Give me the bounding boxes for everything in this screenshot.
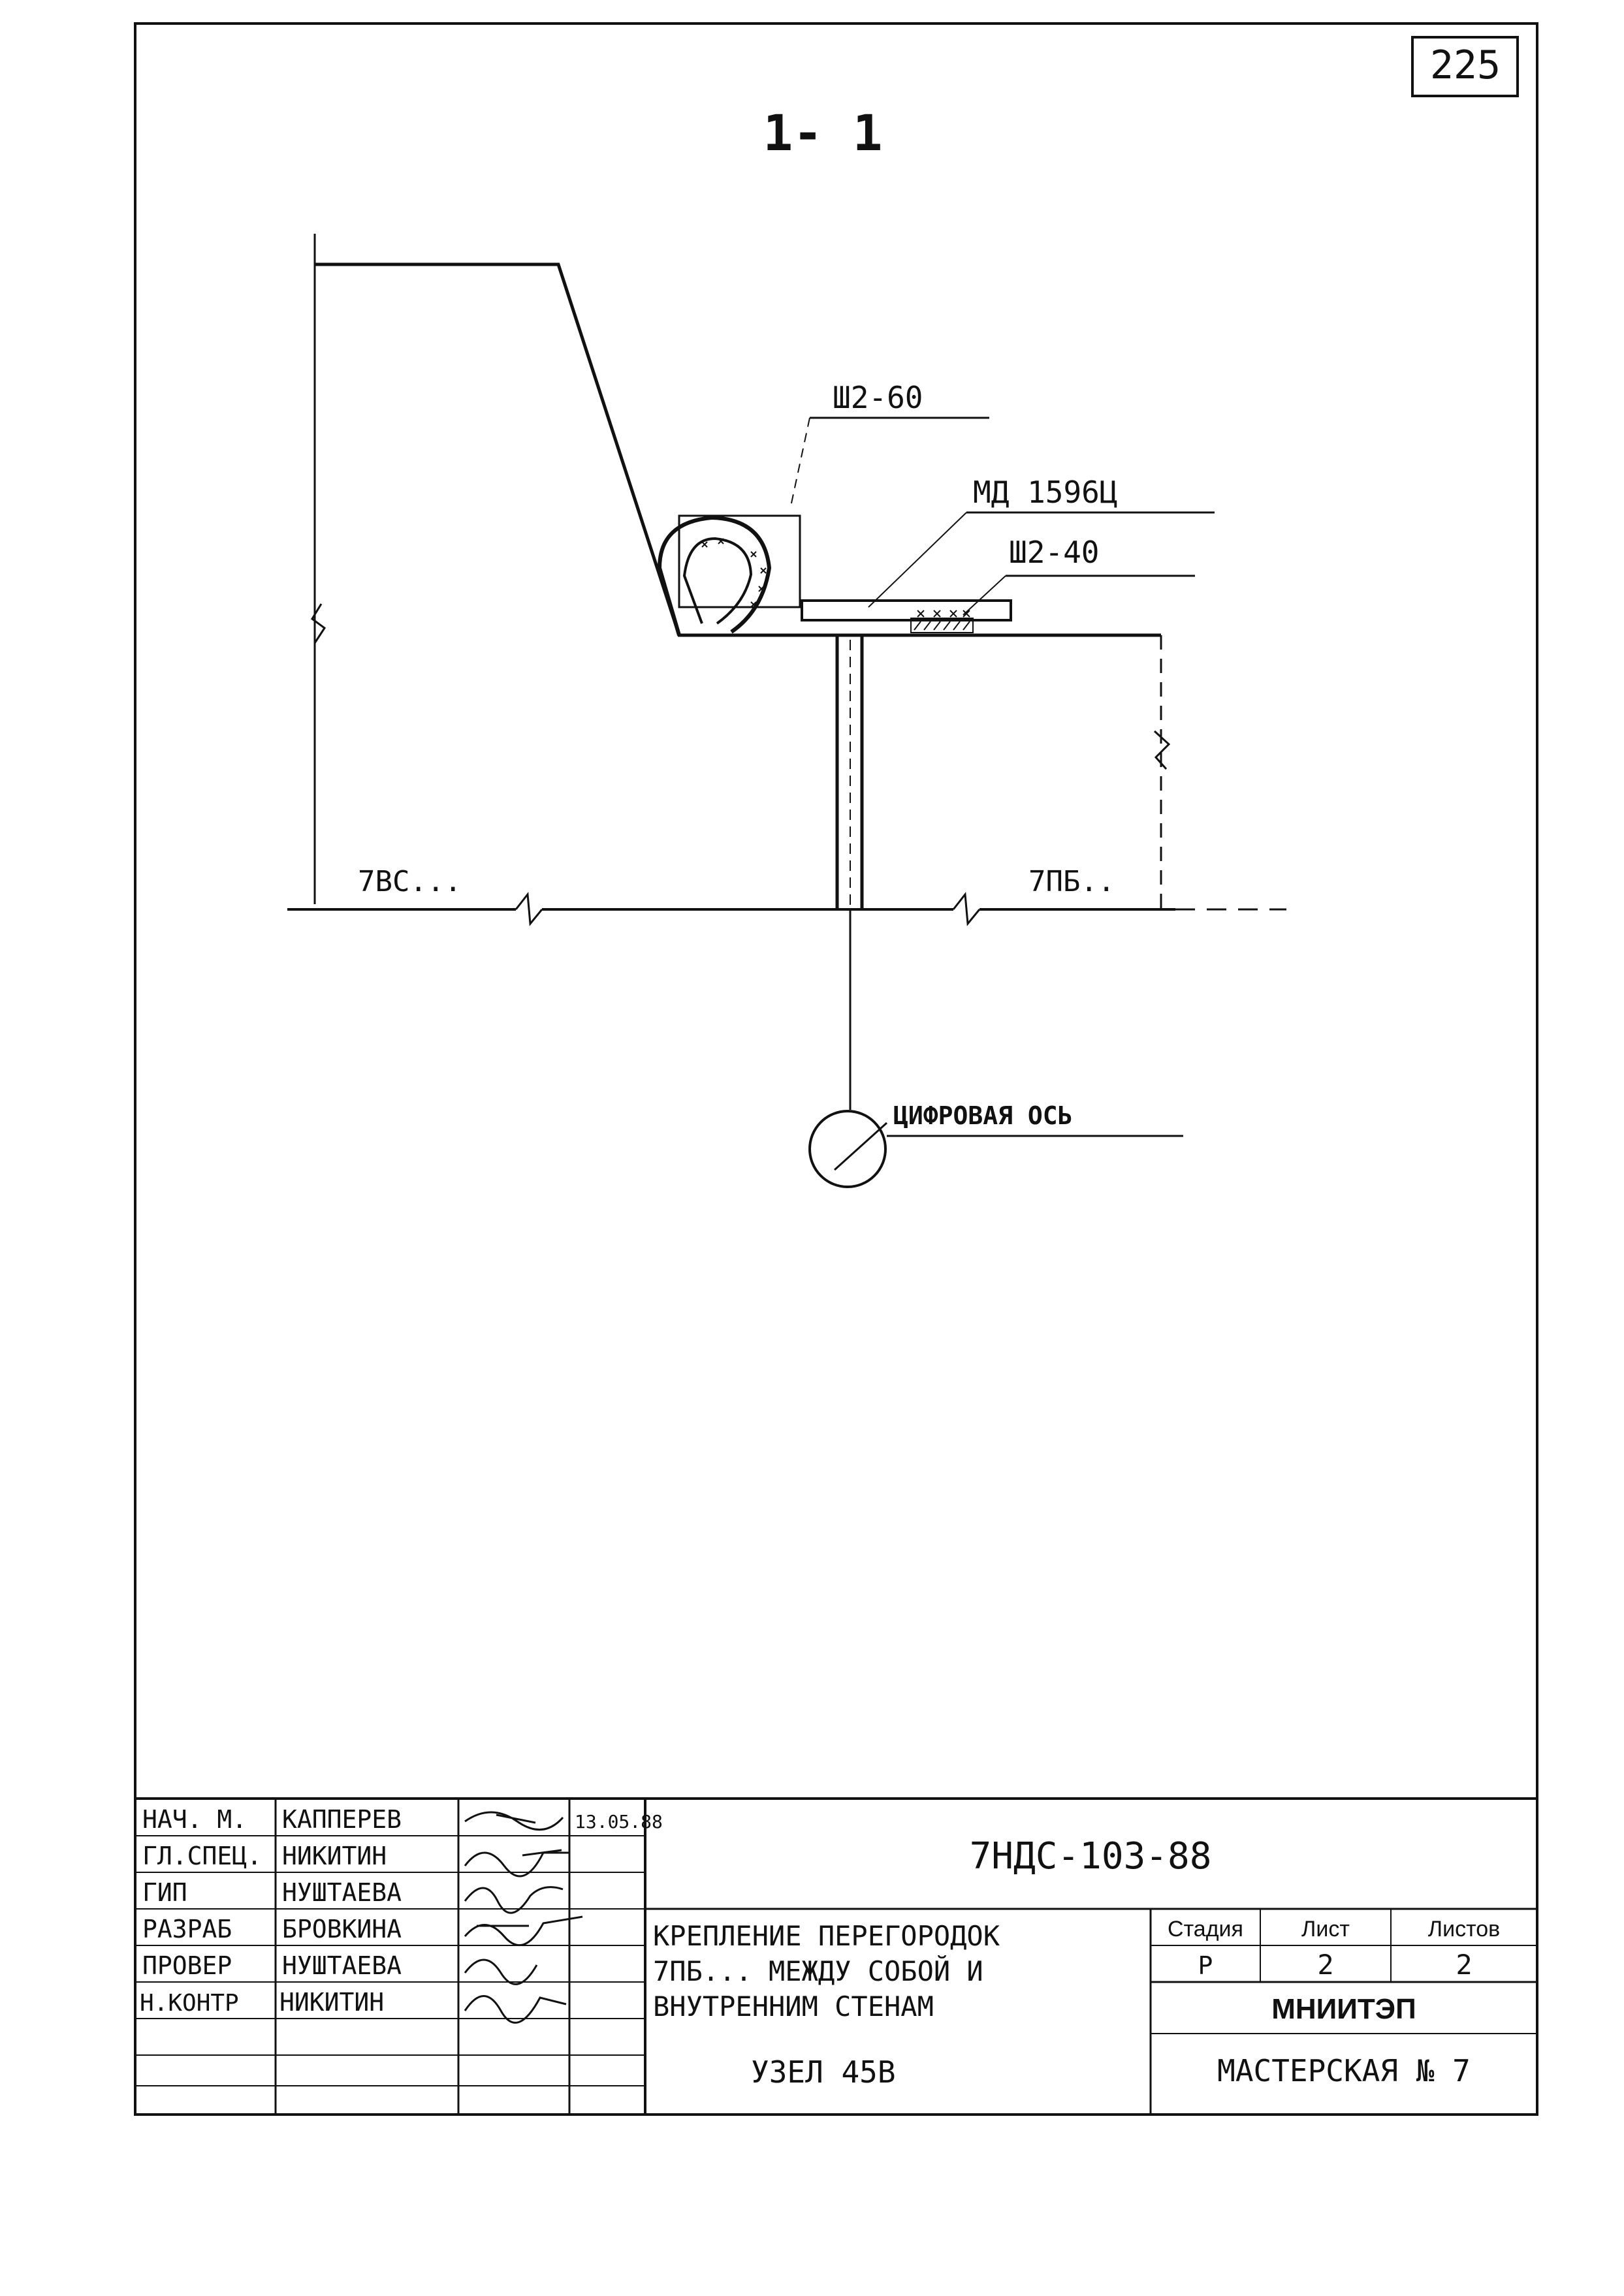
weld-block [910, 618, 974, 633]
anchor-loop-outer [657, 515, 772, 636]
break-mark-right [1153, 730, 1171, 770]
title-line-1: КРЕПЛЕНИЕ ПЕРЕГОРОДОК [653, 1920, 1000, 1952]
role-cell: ГИП [142, 1878, 187, 1907]
role-cell: Н.КОНТР [140, 1990, 239, 2017]
personnel-table: НАЧ. М. КАППЕРЕВ 13.05.88 ГЛ.СПЕЦ. НИКИТ… [140, 1805, 663, 2017]
name-cell: НУШТАЕВА [282, 1878, 402, 1907]
date-cell: 13.05.88 [575, 1811, 663, 1832]
axis-label: ЦИФРОВАЯ ОСЬ [893, 1101, 1073, 1130]
node-label: УЗЕЛ 45В [751, 2054, 896, 2090]
stage-value: Р [1198, 1951, 1213, 1980]
title-line-3: ВНУТРЕННИМ СТЕНАМ [653, 1990, 934, 2022]
anchor-plate [678, 514, 801, 608]
name-cell: НИКИТИН [282, 1842, 387, 1870]
signature [464, 1995, 567, 2024]
sheet-frame [134, 22, 1538, 2116]
organization: МНИИТЭП [1271, 1993, 1416, 2025]
name-cell: БРОВКИНА [282, 1915, 402, 1943]
weld-label-bottom: Ш2-40 [1009, 535, 1099, 570]
signature [464, 1958, 538, 1985]
role-cell: ПРОВЕР [142, 1951, 232, 1980]
plate-md [801, 599, 1012, 621]
signatures [464, 1811, 583, 2024]
sheet-header: Лист [1301, 1917, 1350, 1942]
section-drawing [287, 234, 1286, 1188]
signature [464, 1811, 564, 1831]
sheet-value: 2 [1317, 1949, 1333, 1981]
wall-label-right: 7ПБ.. [1028, 865, 1115, 898]
break-mark-left [311, 603, 326, 644]
stage-header: Стадия [1168, 1917, 1243, 1942]
weld-label-top: Ш2-60 [833, 380, 923, 415]
signature [464, 1849, 569, 1878]
document-code: 7НДС-103-88 [970, 1835, 1212, 1878]
sheets-header: Листов [1428, 1917, 1500, 1942]
wall-label-left: 7ВС... [358, 865, 462, 898]
signature [464, 1915, 583, 1947]
title-block [134, 1797, 1538, 2116]
role-cell: РАЗРАБ [142, 1915, 232, 1943]
anchor-loop-inner [682, 537, 753, 625]
name-cell: НУШТАЕВА [282, 1951, 402, 1980]
sheets-value: 2 [1456, 1949, 1472, 1981]
title-line-2: 7ПБ... МЕЖДУ СОБОЙ И [653, 1955, 983, 1987]
workshop: МАСТЕРСКАЯ № 7 [1217, 2053, 1471, 2088]
signature [464, 1886, 564, 1914]
axis-circle [808, 1110, 887, 1188]
wall-contour [315, 262, 1161, 637]
role-cell: НАЧ. М. [142, 1805, 247, 1834]
part-label-md: МД 1596Ц [973, 475, 1118, 510]
sheet-number: 225 [1430, 42, 1501, 88]
section-title: 1- 1 [763, 104, 882, 162]
name-cell: НИКИТИН [279, 1988, 384, 2017]
name-cell: КАППЕРЕВ [282, 1805, 402, 1834]
role-cell: ГЛ.СПЕЦ. [142, 1842, 262, 1870]
sheet-number-box: 225 [1411, 36, 1519, 97]
